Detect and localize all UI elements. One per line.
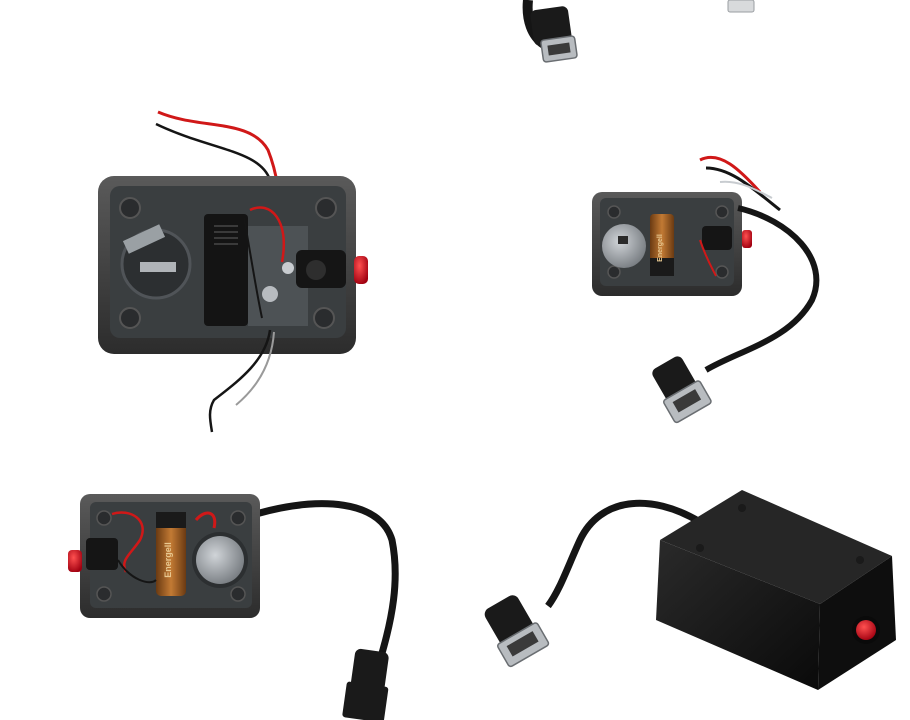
- open-enclosure-with-usb-cable-left: Energell: [68, 494, 399, 720]
- open-enclosure-red-black-wires: [98, 110, 368, 433]
- battery-label-right: Energell: [657, 234, 664, 262]
- usb-plug-partial-top: [522, 0, 755, 63]
- battery-label-left: Energell: [163, 542, 173, 578]
- closed-enclosure-with-usb: [484, 490, 896, 690]
- open-enclosure-with-usb-cable-right: Energell: [592, 155, 820, 424]
